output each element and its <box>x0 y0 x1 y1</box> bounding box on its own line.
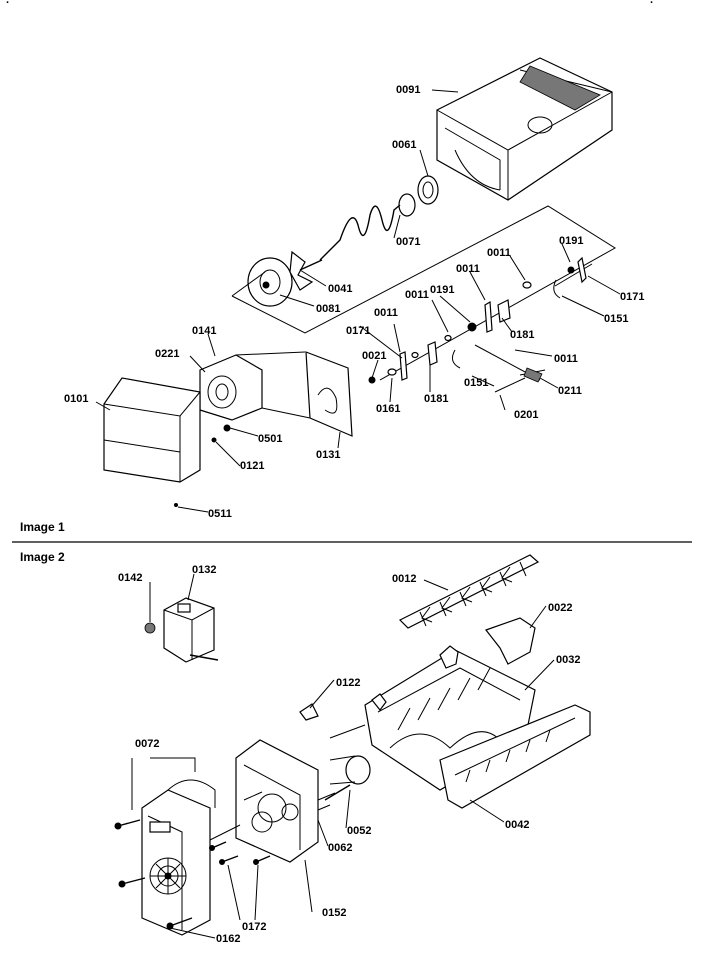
part-label: 0032 <box>556 654 580 666</box>
part-label: 0191 <box>430 284 454 296</box>
part-label: 0062 <box>328 842 352 854</box>
bearing-part <box>485 617 536 665</box>
ice-bucket-part <box>436 57 613 201</box>
image1-drawing <box>103 57 616 507</box>
front-motor-assembly-part <box>141 779 241 936</box>
screws <box>114 819 271 930</box>
part-label: 0101 <box>64 393 88 405</box>
part-label: 0011 <box>456 263 480 275</box>
part-label: 0122 <box>336 677 360 689</box>
part-label: 0061 <box>392 139 416 151</box>
part-label: 0211 <box>558 385 582 397</box>
part-label: 0131 <box>316 449 340 461</box>
part-label: 0201 <box>514 409 538 421</box>
part-label: 0022 <box>548 602 572 614</box>
part-label: 0161 <box>376 403 400 415</box>
part-label: 0132 <box>192 564 216 576</box>
part-label: 0191 <box>559 235 583 247</box>
part-label: 0171 <box>620 291 644 303</box>
part-label: 0151 <box>604 313 628 325</box>
part-label: 0041 <box>328 283 352 295</box>
part-label: 0181 <box>424 393 448 405</box>
part-label: 0012 <box>392 573 416 585</box>
part-label: 0121 <box>240 460 264 472</box>
part-label: 0162 <box>216 933 240 945</box>
part-label: 0511 <box>208 508 232 520</box>
part-label: 0501 <box>258 433 282 445</box>
mounting-plate-part <box>305 351 353 437</box>
ejector-blade-part <box>398 554 540 629</box>
section-label-image2: Image 2 <box>20 550 65 564</box>
part-label: 0181 <box>510 329 534 341</box>
part-labels: Image 1 Image 2 0091 0061 0071 0041 0081… <box>6 0 654 945</box>
auger-wheel-part <box>247 250 323 307</box>
part-label: 0071 <box>396 236 420 248</box>
shaft-parts <box>368 256 593 393</box>
clip-part <box>299 703 319 721</box>
switch-bracket-part <box>144 597 219 663</box>
part-label: 0081 <box>316 303 340 315</box>
control-housing-part <box>235 739 319 863</box>
part-label: 0151 <box>464 377 488 389</box>
part-label: 0011 <box>554 353 578 365</box>
part-label: 0152 <box>322 907 346 919</box>
part-label: 0141 <box>192 325 216 337</box>
part-label: 0172 <box>242 921 266 933</box>
heater-cover-part <box>439 704 591 809</box>
part-label: 0171 <box>346 325 370 337</box>
part-label: 0042 <box>505 819 529 831</box>
part-label: 0052 <box>347 825 371 837</box>
part-label: 0011 <box>374 307 398 319</box>
corner-mark-left: · <box>6 0 10 9</box>
corner-mark-right: · <box>650 0 654 9</box>
part-label: 0072 <box>135 738 159 750</box>
part-label: 0091 <box>396 84 420 96</box>
motor-shaft-part <box>317 755 371 811</box>
leader-lines <box>95 89 621 939</box>
part-label: 0221 <box>155 348 179 360</box>
section-label-image1: Image 1 <box>20 520 65 534</box>
front-cover-part <box>103 377 201 483</box>
ring-part <box>417 175 439 205</box>
part-label: 0011 <box>405 289 429 301</box>
part-label: 0021 <box>362 350 386 362</box>
part-label: 0011 <box>487 247 511 259</box>
motor-housing-part <box>199 351 311 421</box>
part-label: 0142 <box>118 572 142 584</box>
image2-drawing <box>114 554 591 936</box>
